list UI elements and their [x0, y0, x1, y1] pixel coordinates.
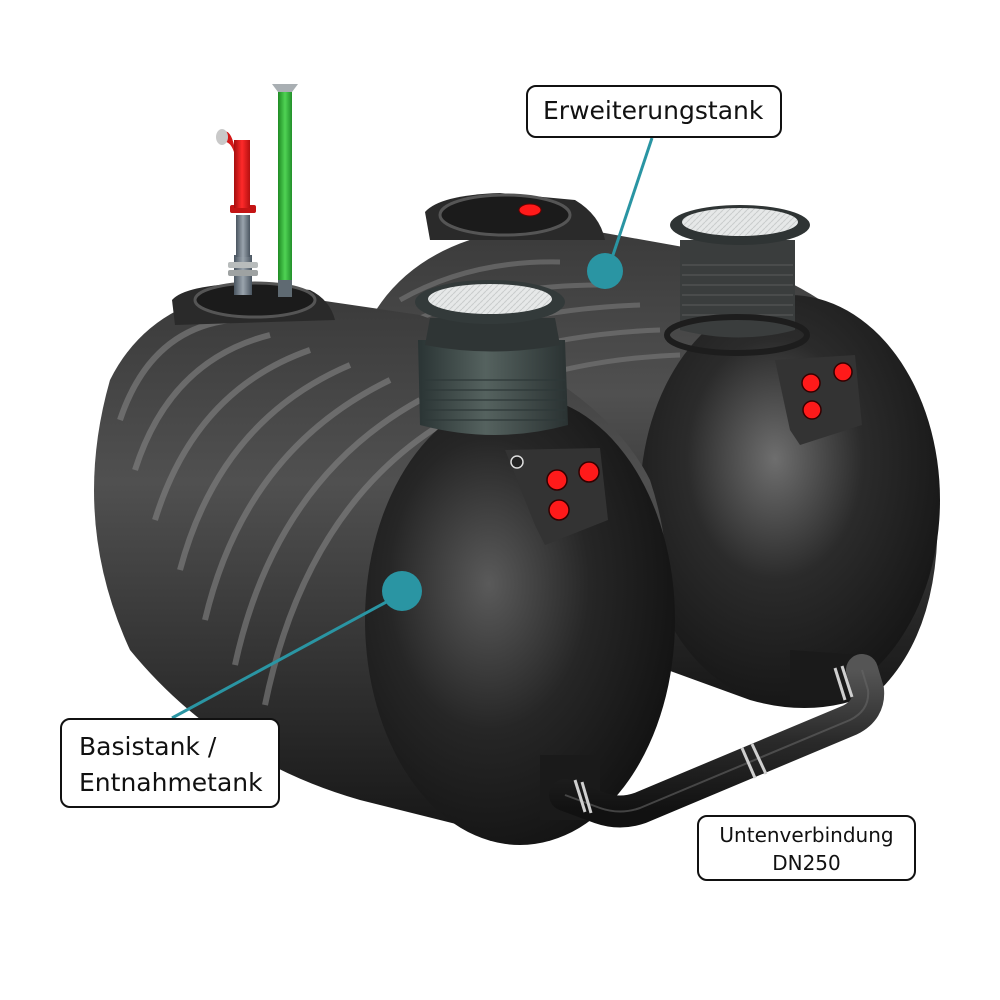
vent-pipe: [272, 84, 298, 297]
extension-tank-top-port: [425, 193, 605, 240]
base-tank-top-port: [172, 281, 335, 325]
port-icon: [833, 362, 853, 382]
callout-label-line-1: Untenverbindung: [719, 823, 894, 847]
callout-base-tank: Basistank / Entnahmetank: [60, 718, 280, 808]
bolt-icon: [510, 455, 524, 469]
port-icon: [546, 469, 568, 491]
suction-pipe: [216, 129, 258, 295]
callout-label: Erweiterungstank: [543, 96, 764, 125]
port-icon: [801, 373, 821, 393]
callout-label-line-2: Entnahmetank: [79, 768, 263, 797]
marker-dot-icon: [382, 571, 422, 611]
callout-label-line-1: Basistank /: [79, 732, 217, 761]
base-tank-marker: [171, 571, 422, 720]
extension-tank-marker: [587, 137, 654, 289]
bottom-connection-pipe: [549, 654, 885, 828]
port-icon: [548, 499, 570, 521]
port-icon: [578, 461, 600, 483]
extension-tank-dome-shaft: [664, 205, 810, 356]
extension-tank-port-block: [775, 355, 862, 445]
port-icon: [802, 400, 822, 420]
base-tank-dome-shaft: [415, 280, 568, 435]
callout-bottom-connection: Untenverbindung DN250: [697, 815, 916, 881]
callout-extension-tank: Erweiterungstank: [526, 85, 782, 138]
marker-dot-icon: [587, 253, 623, 289]
base-tank-port-block: [505, 448, 608, 545]
base-tank: [94, 84, 675, 845]
callout-label-line-2: DN250: [772, 851, 841, 875]
